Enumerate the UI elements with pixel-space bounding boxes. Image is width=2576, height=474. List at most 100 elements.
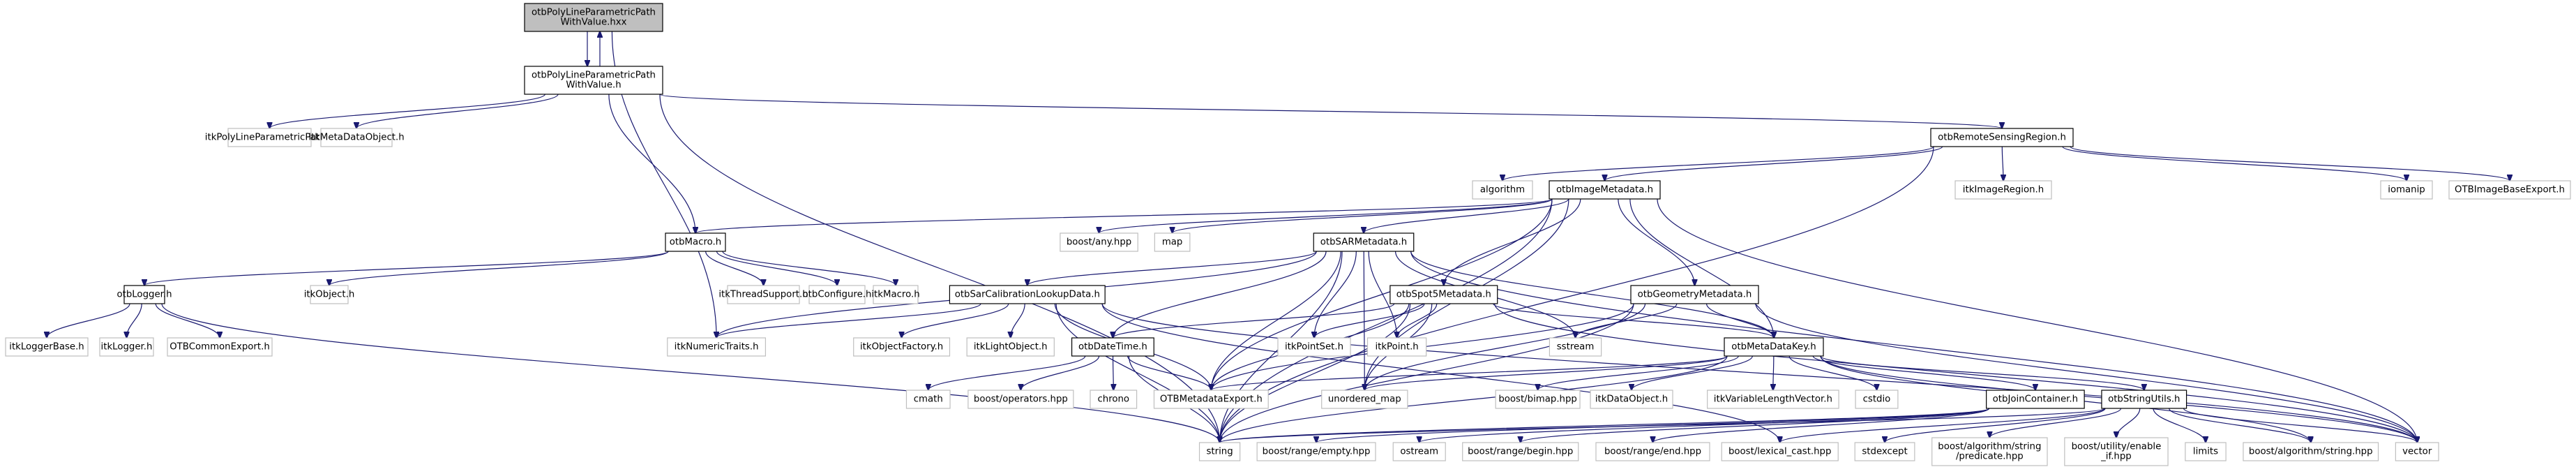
node-itk-light-object: itkLightObject.h (966, 337, 1055, 357)
node-otb-image-metadata[interactable]: otbImageMetadata.h (1549, 180, 1661, 200)
node-itk-image-region: itkImageRegion.h (1954, 180, 2052, 200)
node-otb-meta-data-key[interactable]: otbMetaDataKey.h (1724, 337, 1824, 357)
node-box[interactable] (1071, 337, 1154, 357)
node-box (1366, 337, 1427, 357)
node-otb-spot5metadata[interactable]: otbSpot5Metadata.h (1389, 285, 1498, 304)
edge-otbSARMetadata-to-otbSarCalibrationLookupData (1027, 251, 1317, 286)
node-box (1321, 390, 1408, 409)
edge-otbSarCalibrationLookupData-to-string (1055, 303, 1219, 443)
node-unordered_map: unordered_map (1321, 390, 1408, 409)
edge-otbDateTime-to-cmath (928, 355, 1086, 390)
node-label: ostream (1400, 447, 1438, 457)
edge-otbMacro-to-itkThreadSupport (705, 251, 764, 286)
edge-otbSarCalibrationLookupData-to-itkNumericTraits (716, 303, 981, 338)
node-box (966, 337, 1055, 357)
edge-otbLogger-to-itkLoggerBase (47, 303, 130, 338)
node-label: otbConfigure.h (803, 290, 872, 300)
node-box (1590, 390, 1673, 409)
node-otb-sar-calibration-lookup-data[interactable]: otbSarCalibrationLookupData.h (949, 285, 1106, 304)
node-box (1392, 442, 1446, 461)
edge-otbSpot5Metadata-to-string (1220, 303, 1411, 443)
edge-otbStringUtils-to-stdexcept (1885, 408, 2106, 443)
node-box (667, 337, 767, 357)
node-box[interactable] (1549, 180, 1661, 200)
node-label: limits (2193, 447, 2218, 457)
node-label: WithValue.h (566, 80, 621, 91)
node-label: itkPointSet.h (1285, 342, 1343, 353)
edge-otbImageMetadata-to-boostAny (1099, 198, 1553, 233)
node-label: string (1206, 447, 1233, 457)
edge-otbRemoteSensingRegion-to-itkImageRegion (2002, 146, 2003, 181)
node-box (808, 285, 866, 304)
edge-h-to-itkMetaDataObject (356, 94, 559, 128)
edge-otbLogger-to-itkLogger (127, 303, 142, 338)
node-box (2395, 442, 2439, 461)
node-box[interactable] (123, 285, 165, 304)
node-otb-string-utils[interactable]: otbStringUtils.h (2101, 390, 2187, 409)
node-box[interactable] (2101, 390, 2187, 409)
node-label: boost/range/end.hpp (1604, 447, 1701, 457)
node-box (1462, 442, 1579, 461)
node-otb-geometry-metadata[interactable]: otbGeometryMetadata.h (1630, 285, 1759, 304)
node-box[interactable] (665, 232, 726, 252)
node-box[interactable] (1313, 232, 1415, 252)
node-label: otbMetaDataKey.h (1731, 342, 1816, 353)
node-box[interactable] (1986, 390, 2085, 409)
node-itk-object-factory: itkObjectFactory.h (853, 337, 951, 357)
node-label: itkLightObject.h (974, 342, 1048, 353)
edge-otbMacro-to-itkMacro (722, 251, 896, 286)
node-box (1277, 337, 1351, 357)
edge-otbMetaDataKey-to-otbStringUtils (1820, 355, 2144, 390)
node-label: iomanip (2388, 185, 2425, 195)
node-otb-sarmetadata[interactable]: otbSARMetadata.h (1313, 232, 1415, 252)
node-box[interactable] (524, 66, 663, 95)
node-otb-date-time[interactable]: otbDateTime.h (1071, 337, 1154, 357)
node-stdexcept: stdexcept (1854, 442, 1915, 461)
node-box[interactable] (1389, 285, 1498, 304)
edge-otbLogger-to-string (161, 303, 1220, 443)
node-label: otbMacro.h (670, 237, 721, 248)
edge-h-to-string (659, 94, 1220, 443)
edge-h-to-otbRemoteSensingRegion (659, 94, 2002, 128)
node-box (2380, 180, 2433, 200)
node-itk-logger: itkLogger.h (99, 337, 154, 357)
node-label: otbGeometryMetadata.h (1638, 290, 1752, 300)
node-box[interactable] (1630, 285, 1759, 304)
node-boost-algo-predicate: boost/algorithm/string/predicate.hpp (1931, 437, 2048, 466)
node-label: itkLogger.h (101, 342, 153, 353)
edge-otbJoinContainer-to-boostRangeEnd (1652, 408, 1990, 443)
node-boost-bimap: boost/bimap.hpp (1495, 390, 1581, 409)
node-boost-range-end: boost/range/end.hpp (1595, 442, 1710, 461)
node-boost-range-begin: boost/range/begin.hpp (1462, 442, 1579, 461)
node-label: chrono (1097, 394, 1129, 405)
node-otb-macro[interactable]: otbMacro.h (665, 232, 726, 252)
node-box (1198, 442, 1241, 461)
edge-otbStringUtils-to-vector (2183, 408, 2418, 443)
node-otb-remote-sensing-region[interactable]: otbRemoteSensingRegion.h (1930, 128, 2074, 147)
node-box (99, 337, 154, 357)
node-itk-logger-base: itkLoggerBase.h (5, 337, 89, 357)
node-label: WithValue.hxx (560, 17, 626, 28)
node-label: otbSpot5Metadata.h (1396, 290, 1491, 300)
node-box[interactable] (949, 285, 1106, 304)
node-itk-macro: itkMacro.h (871, 285, 920, 304)
node-box (1721, 442, 1839, 461)
node-box[interactable] (1724, 337, 1824, 357)
node-box[interactable] (524, 3, 663, 32)
node-label: otbDateTime.h (1078, 342, 1147, 353)
edge-otbGeometryMetadata-to-otbMetaDataKey (1705, 303, 1774, 338)
edge-otbRemoteSensingRegion-to-algorithm (1502, 146, 1934, 181)
node-label: boost/algorithm/string (1938, 442, 2041, 452)
node-label: map (1162, 237, 1183, 248)
node-box[interactable] (1930, 128, 2074, 147)
edge-otbStringUtils-to-limits (2153, 408, 2206, 443)
node-box (1153, 390, 1269, 409)
node-label: itkThreadSupport.h (718, 290, 808, 300)
node-otb-logger[interactable]: otbLogger.h (116, 285, 172, 304)
node-otb-join-container[interactable]: otbJoinContainer.h (1986, 390, 2085, 409)
node-label: itkImageRegion.h (1963, 185, 2044, 195)
edge-otbSarCalibrationLookupData-to-boostLexicalCast (1101, 303, 1780, 443)
